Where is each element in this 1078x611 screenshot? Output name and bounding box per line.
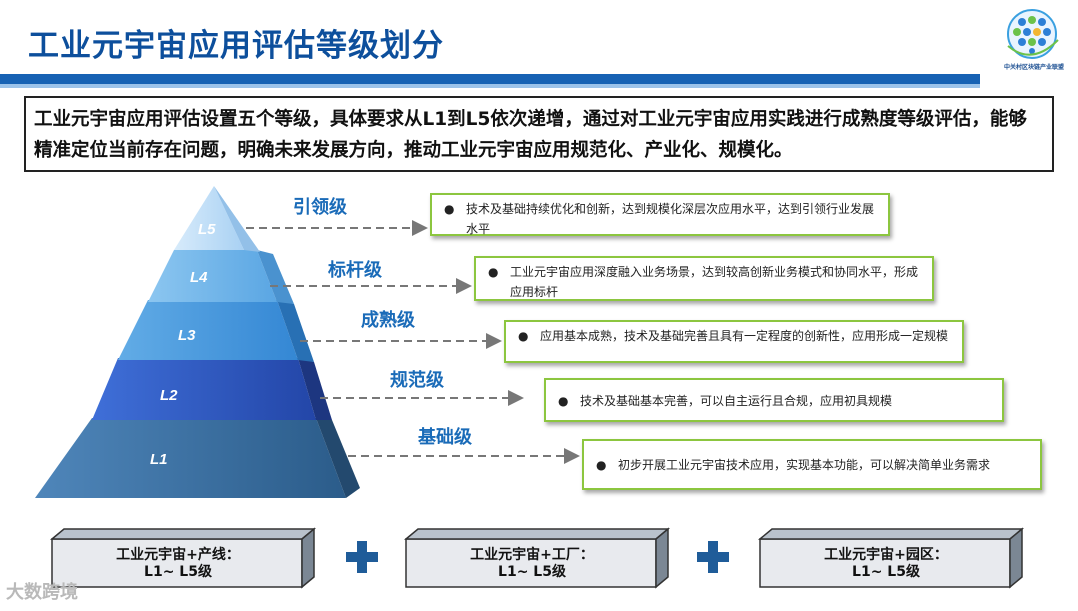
bullet-icon: ● (518, 326, 528, 346)
level-desc-box-l1: ● 初步开展工业元宇宙技术应用，实现基本功能，可以解决简单业务需求 (582, 439, 1042, 490)
level-desc-box-l3: ● 应用基本成熟，技术及基础完善且具有一定程度的创新性，应用形成一定规模 (504, 320, 964, 363)
level-desc-l2: 技术及基础基本完善，可以自主运行且合规，应用初具规模 (580, 394, 892, 408)
level-desc-box-l5: ● 技术及基础持续优化和创新，达到规模化深层次应用水平，达到引领行业发展水平 (430, 193, 890, 236)
bottom-label-line1: 工业元宇宙+工厂： (470, 547, 594, 563)
layer-code-l4: L4 (190, 269, 208, 286)
layer-code-l1: L1 (150, 451, 168, 468)
pyramid-layer-l3 (118, 300, 298, 360)
pyramid-layer-l2 (92, 358, 316, 420)
level-desc-l5: 技术及基础持续优化和创新，达到规模化深层次应用水平，达到引领行业发展水平 (466, 202, 874, 236)
level-name-l2: 规范级 (390, 366, 444, 392)
level-desc-l1: 初步开展工业元宇宙技术应用，实现基本功能，可以解决简单业务需求 (618, 458, 990, 472)
bullet-icon: ● (596, 455, 606, 475)
layer-code-l2: L2 (160, 387, 178, 404)
bottom-label-line2: L1~ L5级 (852, 564, 920, 580)
plus-icon (697, 541, 729, 573)
layer-code-l3: L3 (178, 327, 196, 344)
level-desc-l3: 应用基本成熟，技术及基础完善且具有一定程度的创新性，应用形成一定规模 (540, 329, 948, 343)
level-name-l1: 基础级 (418, 423, 472, 449)
level-name-l3: 成熟级 (361, 306, 415, 332)
level-name-l5: 引领级 (293, 193, 347, 219)
layer-code-l5: L5 (198, 221, 216, 238)
bottom-label-line2: L1~ L5级 (498, 564, 566, 580)
pyramid-layer-l4 (148, 250, 277, 302)
bottom-box-park: 工业元宇宙+园区：L1~ L5级 (758, 527, 1026, 587)
pyramid-layer-l1 (35, 418, 346, 498)
level-desc-box-l4: ● 工业元宇宙应用深度融入业务场景，达到较高创新业务模式和协同水平，形成应用标杆 (474, 256, 934, 301)
level-name-l4: 标杆级 (328, 256, 382, 282)
bottom-box-production-line: 工业元宇宙+产线：L1~ L5级 (50, 527, 318, 587)
bottom-label-line2: L1~ L5级 (144, 564, 212, 580)
bottom-label-line1: 工业元宇宙+园区： (824, 547, 948, 563)
level-desc-box-l2: ● 技术及基础基本完善，可以自主运行且合规，应用初具规模 (544, 378, 1004, 422)
bullet-icon: ● (488, 262, 498, 282)
bottom-box-factory: 工业元宇宙+工厂：L1~ L5级 (404, 527, 672, 587)
plus-icon (346, 541, 378, 573)
watermark: 大数跨境 (6, 578, 78, 604)
bullet-icon: ● (444, 199, 454, 219)
bottom-label-line1: 工业元宇宙+产线： (116, 547, 240, 563)
level-desc-l4: 工业元宇宙应用深度融入业务场景，达到较高创新业务模式和协同水平，形成应用标杆 (510, 265, 918, 299)
bullet-icon: ● (558, 391, 568, 411)
